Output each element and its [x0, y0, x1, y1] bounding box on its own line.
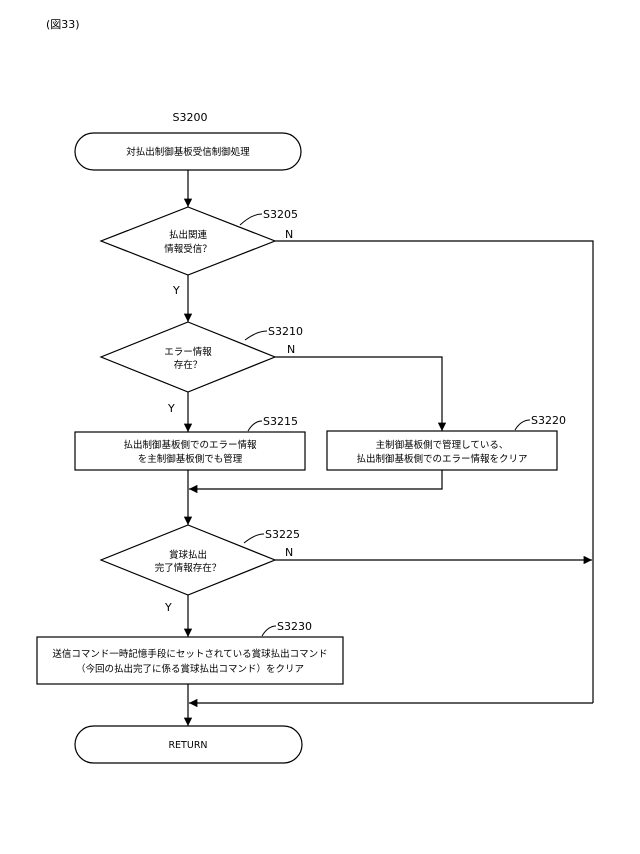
d1-step-leader [240, 214, 262, 225]
start-terminator: 対払出制御基板受信制御処理 [75, 133, 301, 170]
edge-d1-no [275, 241, 593, 703]
end-label: RETURN [168, 740, 207, 751]
d3-step-label: S3225 [265, 528, 300, 541]
d2-yes-label: Y [167, 402, 175, 415]
p3-line1: 送信コマンド一時記憶手段にセットされている賞球払出コマンド [52, 648, 327, 660]
d3-yes-label: Y [164, 601, 172, 614]
end-terminator: RETURN [75, 726, 302, 763]
p2-step-label: S3220 [531, 414, 566, 427]
d2-step-label: S3210 [268, 325, 303, 338]
p2-line1: 主制御基板側で管理している、 [376, 439, 509, 451]
d3-line2: 完了情報存在？ [155, 562, 222, 574]
p2-line2: 払出制御基板側でのエラー情報をクリア [356, 453, 527, 465]
d1-no-label: N [285, 228, 293, 241]
d3-line1: 賞球払出 [169, 549, 207, 561]
d1-yes-label: Y [172, 284, 180, 297]
decision-d1: 払出関連 情報受信？ [101, 207, 275, 275]
process-p1: 払出制御基板側でのエラー情報 を主制御基板側でも管理 [75, 432, 305, 470]
figure-label: (図33) [46, 18, 80, 31]
process-p2: 主制御基板側で管理している、 払出制御基板側でのエラー情報をクリア [327, 431, 557, 470]
p1-step-label: S3215 [263, 415, 298, 428]
d3-no-label: N [285, 546, 293, 559]
d1-line1: 払出関連 [169, 229, 208, 241]
edge-d2-no [275, 357, 442, 431]
start-label: 対払出制御基板受信制御処理 [126, 146, 250, 158]
p1-line1: 払出制御基板側でのエラー情報 [123, 439, 257, 451]
p1-line2: を主制御基板側でも管理 [138, 453, 243, 465]
d2-line2: 存在？ [174, 359, 203, 371]
edge-p2-merge [189, 470, 442, 489]
d2-step-leader [245, 331, 267, 340]
p3-step-leader [262, 626, 276, 636]
d2-no-label: N [287, 343, 295, 356]
p3-line2: （今回の払出完了に係る賞球払出コマンド）をクリア [76, 663, 304, 675]
p1-step-leader [248, 421, 262, 431]
decision-d3: 賞球払出 完了情報存在？ [101, 525, 275, 595]
d2-line1: エラー情報 [164, 346, 212, 358]
d1-step-label: S3205 [263, 208, 298, 221]
d1-line2: 情報受信？ [164, 243, 212, 255]
process-p3: 送信コマンド一時記憶手段にセットされている賞球払出コマンド （今回の払出完了に係… [37, 637, 343, 684]
decision-d2: エラー情報 存在？ [101, 322, 275, 392]
d3-step-leader [244, 534, 264, 543]
p3-step-label: S3230 [277, 620, 312, 633]
p2-step-leader [515, 420, 530, 430]
start-step-label: S3200 [173, 111, 208, 124]
